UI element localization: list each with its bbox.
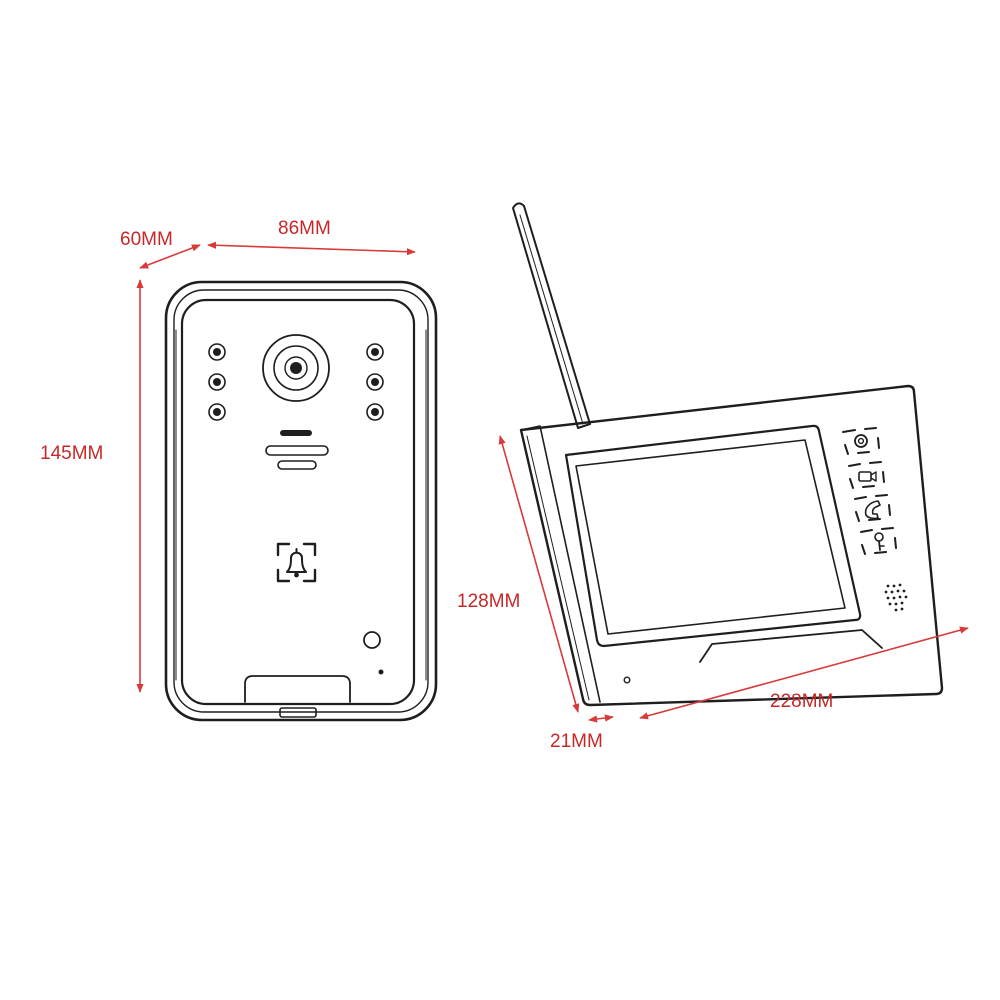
monitor-speaker-grille [884,583,908,612]
ir-led-right-column [366,343,384,421]
doorbell-bottom-tab [244,675,351,703]
monitor-button-camera [848,461,885,489]
antenna [512,202,591,429]
doorbell-unit [164,280,438,722]
label-doorbell-height: 145MM [40,443,103,464]
monitor-height-line [498,435,580,713]
bell-icon [286,548,307,578]
unlock-icon [874,532,885,551]
monitor-bottom-tab [699,629,883,663]
doorbell-depth-line [139,244,201,269]
label-monitor-height: 128MM [457,591,520,612]
call-button [276,542,317,583]
status-led [378,669,384,675]
monitor-button-phone [854,494,891,522]
monitor-button-gear [842,427,880,455]
monitor-depth-line [588,714,614,723]
doorbell-back-shell [164,280,438,722]
doorbell-width-line [207,241,416,256]
dimension-lines [136,241,969,723]
label-monitor-width: 228MM [770,691,833,712]
doorbell-bottom-clip [279,707,317,718]
monitor-power-led [623,676,631,684]
doorbell-shell-rim [173,289,429,713]
phone-icon [864,500,881,520]
label-monitor-depth: 21MM [550,731,603,752]
monitor-unit [512,202,944,707]
antenna-ridge [519,214,584,425]
microphone [363,631,381,649]
monitor-side [520,425,601,703]
monitor-side-edge [526,435,590,701]
doorbell-front-panel [180,298,416,706]
monitor-width-line [639,626,969,720]
monitor-button-unlock [860,527,897,555]
speaker-slot [277,460,317,470]
gear-icon [854,434,868,448]
camera-lens [262,334,330,402]
label-doorbell-width: 86MM [278,218,331,239]
dimension-labels: 60MM 86MM 145MM 128MM 21MM 228MM [40,218,833,752]
light-sensor [280,430,312,436]
speaker-slot [265,445,329,456]
camera-icon [858,471,877,482]
ir-led-left-column [208,343,226,421]
label-doorbell-depth: 60MM [120,229,173,250]
monitor-screen-bezel [564,424,862,648]
monitor-screen [575,439,846,635]
